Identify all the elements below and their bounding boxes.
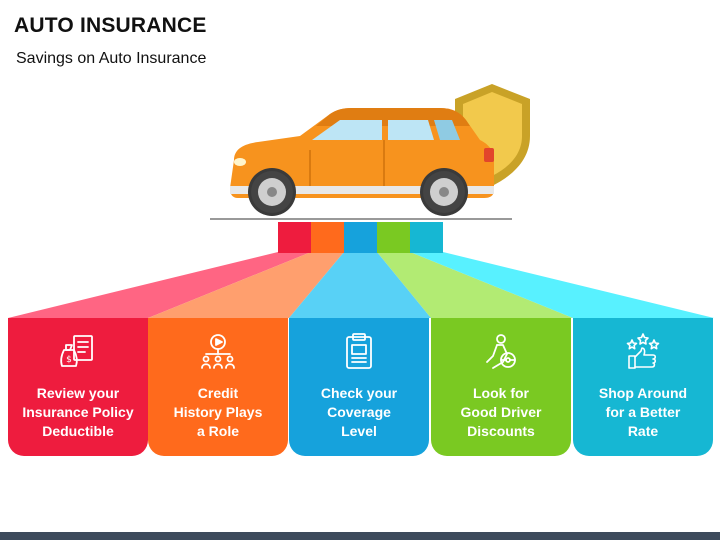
credit-history-people-icon <box>201 334 235 369</box>
svg-text:$: $ <box>66 355 72 365</box>
step-card-insurance-policy: $ Review your Insurance Policy Deductibl… <box>8 318 148 456</box>
driver-steering-wheel-icon <box>486 334 516 369</box>
thumbs-up-stars-icon <box>626 333 660 369</box>
block-orange <box>311 222 344 253</box>
beam-teal <box>410 252 714 318</box>
beam-red <box>8 252 311 318</box>
step-label: Shop Around for a Better Rate <box>598 385 688 439</box>
beam-blue <box>289 252 431 318</box>
car-icon <box>210 108 512 220</box>
step-card-credit-history: Credit History Plays a Role <box>148 318 288 456</box>
connector-blocks <box>278 222 443 253</box>
footer-bar <box>0 532 720 540</box>
beam-orange <box>148 252 344 318</box>
block-green <box>377 222 410 253</box>
step-label: Check your Coverage Level <box>320 385 398 439</box>
beam-group <box>8 252 714 318</box>
coverage-document-icon <box>346 333 372 369</box>
insurance-document-icon: $ <box>60 335 93 367</box>
step-label: Look for Good Driver Discounts <box>460 385 542 439</box>
block-blue <box>344 222 377 253</box>
page-subtitle: Savings on Auto Insurance <box>16 50 207 67</box>
block-teal <box>410 222 443 253</box>
step-card-shop-around: Shop Around for a Better Rate <box>573 318 713 456</box>
step-card-coverage-level: Check your Coverage Level <box>289 318 429 456</box>
step-card-good-driver: Look for Good Driver Discounts <box>431 318 571 456</box>
step-label: Review your Insurance Policy Deductible <box>22 385 134 439</box>
step-label: Credit History Plays a Role <box>173 385 263 439</box>
block-red <box>278 222 311 253</box>
beam-green <box>377 252 573 318</box>
page-title: AUTO INSURANCE <box>14 14 207 37</box>
